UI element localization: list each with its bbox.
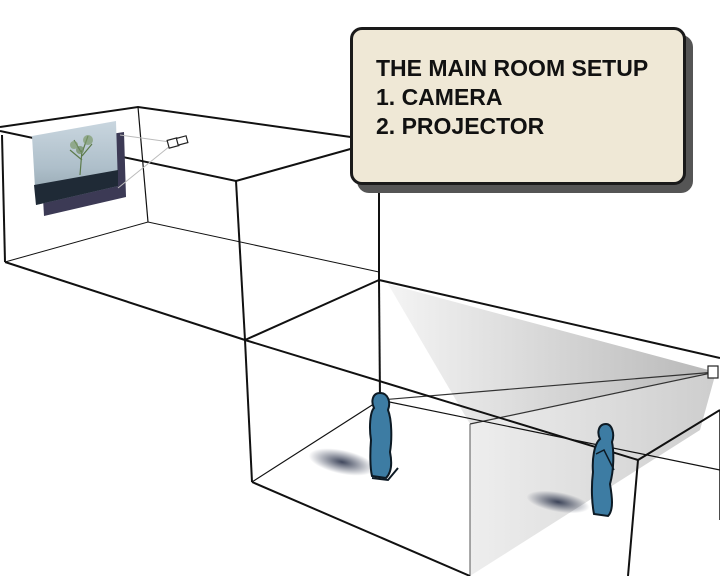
projector-beam (379, 284, 717, 576)
projected-screen (32, 121, 126, 216)
caption-title: THE MAIN ROOM SETUP (376, 55, 649, 81)
person-figure (308, 391, 399, 482)
tree-image (69, 135, 93, 176)
upper-room (0, 105, 380, 341)
caption-box: THE MAIN ROOM SETUP 1. CAMERA 2. PROJECT… (350, 27, 686, 185)
camera-icon (117, 134, 189, 189)
caption-item-projector: 2. PROJECTOR (376, 113, 545, 139)
projector-icon (707, 365, 719, 379)
person-figure (526, 422, 615, 518)
lower-room (244, 278, 720, 576)
caption-item-camera: 1. CAMERA (376, 84, 503, 110)
